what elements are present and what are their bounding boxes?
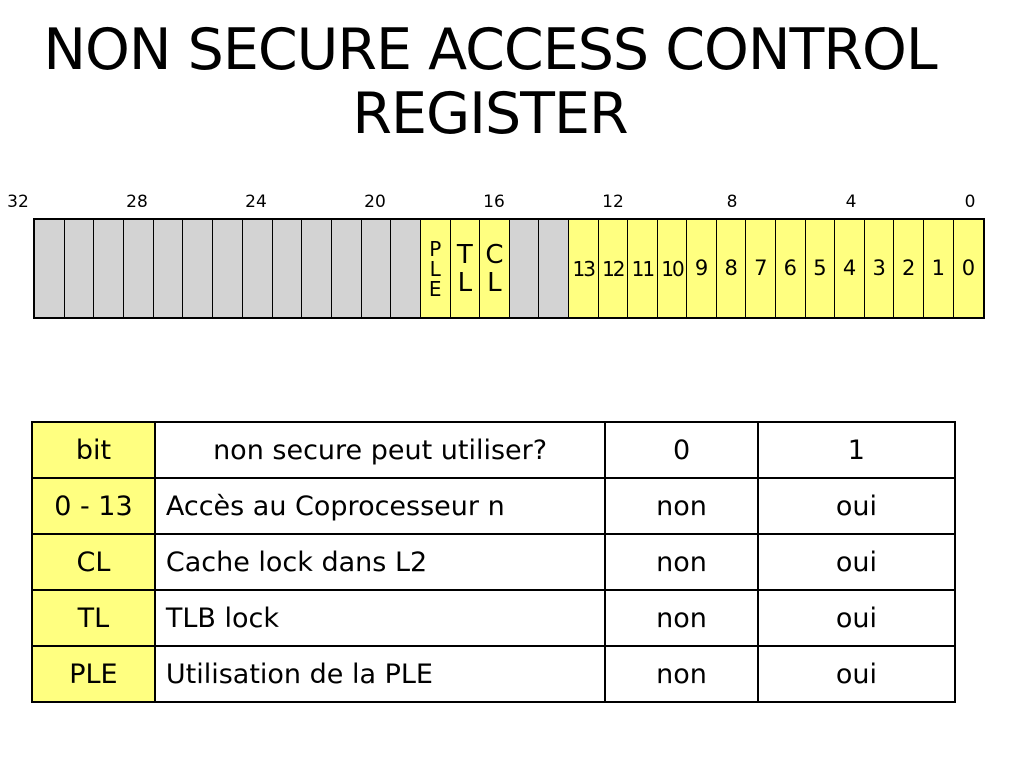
field-label-letter: P	[429, 236, 442, 261]
value-1-cell: oui	[756, 533, 957, 591]
column-header-bit: bit	[31, 421, 156, 479]
coprocessor-bit-cell: 13	[568, 220, 599, 317]
column-header-description: non secure peut utiliser?	[153, 421, 607, 479]
bit-ruler: 32 28 24 20 16 12 8 4 0	[0, 192, 1024, 214]
reserved-bit-cell	[539, 220, 569, 317]
column-header-value-1: 1	[756, 421, 957, 479]
bit-cell: 0 - 13	[31, 477, 156, 535]
coprocessor-bit-cell: 2	[894, 220, 925, 317]
table-row: CL Cache lock dans L2 non oui	[31, 533, 957, 591]
coprocessor-bit-cell: 5	[805, 220, 836, 317]
reserved-bit-cell	[242, 220, 273, 317]
ruler-label: 32	[7, 192, 29, 212]
slide-title: NON SECURE ACCESS CONTROL REGISTER	[0, 18, 980, 146]
coprocessor-bit-cell: 3	[864, 220, 895, 317]
bit-number: 9	[694, 256, 709, 280]
table-row: TL TLB lock non oui	[31, 589, 957, 647]
value-1-cell: oui	[756, 477, 957, 535]
ruler-label: 0	[964, 192, 976, 212]
value-1-cell: oui	[756, 589, 957, 647]
reserved-bit-cell	[64, 220, 95, 317]
coprocessor-bit-cell: 4	[835, 220, 865, 317]
coprocessor-bit-cell: 9	[687, 220, 717, 317]
reserved-bit-cell	[272, 220, 303, 317]
description-cell: Utilisation de la PLE	[153, 645, 607, 703]
table-header-row: bit non secure peut utiliser? 0 1	[31, 421, 957, 479]
reserved-bit-cell	[302, 220, 332, 317]
bit-number: 3	[872, 256, 886, 280]
value-0-cell: non	[604, 645, 759, 703]
bit-number: 10	[661, 256, 684, 281]
description-cell: Accès au Coprocesseur n	[153, 477, 607, 535]
bit-description-table: bit non secure peut utiliser? 0 1 0 - 13…	[31, 421, 957, 703]
column-header-value-0: 0	[604, 421, 759, 479]
reserved-bit-cell	[331, 220, 362, 317]
bit-number: 12	[602, 256, 625, 281]
bit-cell: CL	[31, 533, 156, 591]
ruler-label: 28	[126, 192, 148, 212]
title-line-2: REGISTER	[352, 81, 628, 147]
field-label-letter: T	[456, 239, 473, 270]
bit-number: 13	[572, 256, 595, 281]
title-line-1: NON SECURE ACCESS CONTROL	[43, 17, 937, 83]
bit-number: 0	[961, 256, 976, 280]
value-0-cell: non	[604, 477, 759, 535]
coprocessor-bit-cell: 0	[953, 220, 984, 317]
value-0-cell: non	[604, 533, 759, 591]
field-label-letter: C	[485, 239, 504, 270]
coprocessor-bit-cell: 1	[924, 220, 954, 317]
reserved-bit-cell	[35, 220, 65, 317]
bit-number: 6	[783, 256, 798, 280]
table-row: 0 - 13 Accès au Coprocesseur n non oui	[31, 477, 957, 535]
bit-number: 2	[902, 256, 916, 280]
reserved-bit-cell	[183, 220, 214, 317]
bit-number: 11	[631, 256, 655, 281]
reserved-bit-cell	[124, 220, 154, 317]
description-cell: TLB lock	[153, 589, 607, 647]
value-0-cell: non	[604, 589, 759, 647]
coprocessor-bit-cell: 6	[776, 220, 806, 317]
coprocessor-bit-cell: 11	[628, 220, 658, 317]
table-row: PLE Utilisation de la PLE non oui	[31, 645, 957, 703]
coprocessor-bit-cell: 8	[716, 220, 747, 317]
reserved-bit-cell	[509, 220, 540, 317]
reserved-bit-cell	[94, 220, 125, 317]
field-label-letter: E	[428, 276, 442, 301]
ruler-label: 4	[845, 192, 857, 212]
field-label-letter: L	[457, 267, 473, 298]
bit-cell: PLE	[31, 645, 156, 703]
bit-number: 7	[754, 256, 768, 280]
field-label-letter: L	[487, 267, 502, 298]
description-cell: Cache lock dans L2	[153, 533, 607, 591]
reserved-bit-cell	[391, 220, 421, 317]
reserved-bit-cell	[213, 220, 243, 317]
ruler-label: 24	[245, 192, 267, 212]
field-label-letter: L	[429, 256, 441, 281]
reserved-bit-cell	[153, 220, 184, 317]
coprocessor-bit-cell: 10	[657, 220, 688, 317]
bit-cell: TL	[31, 589, 156, 647]
coprocessor-bit-cell: 12	[598, 220, 629, 317]
bit-number: 5	[813, 256, 827, 280]
bit-number: 8	[724, 256, 738, 280]
ruler-label: 8	[726, 192, 738, 212]
bit-number: 4	[842, 256, 857, 280]
value-1-cell: oui	[756, 645, 957, 703]
coprocessor-bit-cell: 7	[746, 220, 777, 317]
ruler-label: 16	[483, 192, 505, 212]
ruler-label: 20	[364, 192, 386, 212]
reserved-bit-cell	[361, 220, 392, 317]
ruler-label: 12	[602, 192, 624, 212]
bit-number: 1	[931, 256, 946, 280]
